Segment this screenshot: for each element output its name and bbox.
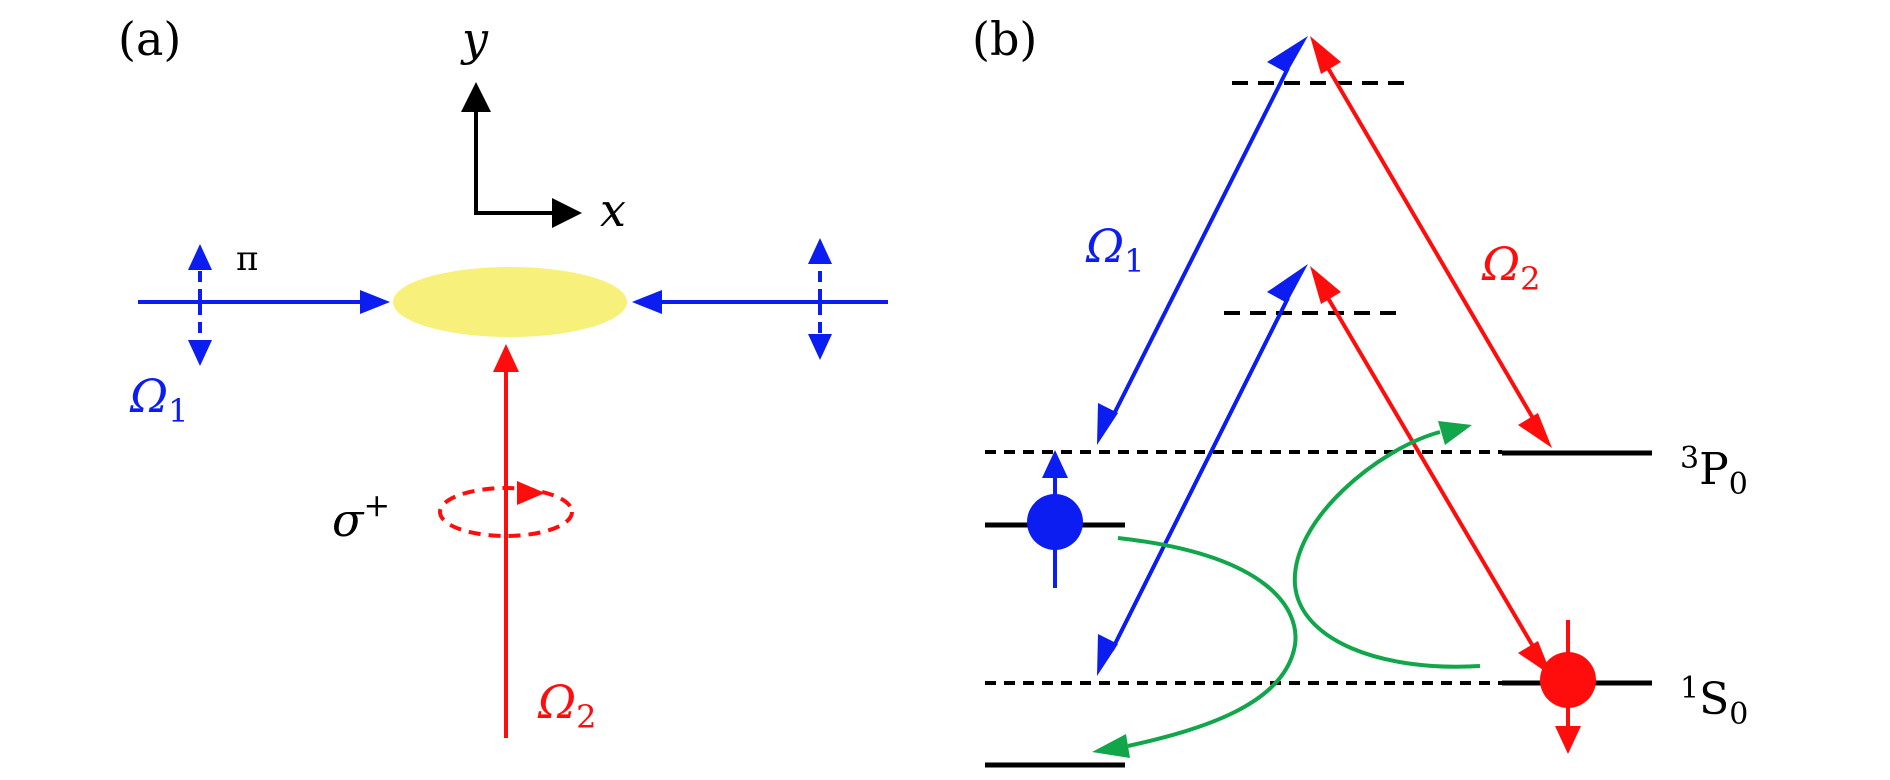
red-atom-dot — [1540, 652, 1596, 708]
red-atom-spin-down-arrowhead — [1555, 726, 1581, 754]
omega1-label-b: Ω1 — [1085, 219, 1145, 280]
omega2-label-a: Ω2 — [537, 675, 597, 736]
level-3p0-label: 3P0 — [1680, 441, 1748, 502]
blue-transition-upper-head-top — [1267, 36, 1308, 73]
omega1-transitions: Ω1 — [1085, 36, 1308, 676]
red-transition-lower-head-top — [1310, 266, 1341, 304]
green-arrow-to-lower-level — [1117, 536, 1298, 748]
sigma-plus-label: σ+ — [332, 486, 390, 547]
left-beam-arrowhead — [360, 290, 390, 314]
omega2-beam-arrowhead — [493, 344, 519, 372]
x-axis-label: x — [600, 183, 626, 237]
panel-a-label: (a) — [118, 12, 181, 66]
omega2-transitions: Ω2 — [1310, 36, 1552, 676]
red-transition-upper-head-top — [1310, 36, 1341, 74]
right-beam-arrowhead — [632, 290, 662, 314]
x-axis-arrowhead — [552, 198, 582, 228]
panel-b: (b) 3P0 1S0 Ω1 — [972, 12, 1748, 768]
omega2-label-b: Ω2 — [1481, 237, 1541, 298]
blue-transition-upper-head-bottom — [1097, 403, 1118, 445]
blue-transition-lower — [1110, 297, 1290, 651]
panel-a: (a) y x π Ω1 — [118, 12, 888, 738]
coordinate-axes: y x — [460, 12, 626, 237]
y-axis-arrowhead — [461, 82, 491, 112]
red-transition-upper — [1326, 66, 1536, 422]
atom-cloud — [393, 267, 627, 337]
y-axis-label: y — [460, 12, 489, 66]
omega1-label-a: Ω1 — [129, 369, 189, 430]
sigma-plus-rotation-arrowhead — [517, 481, 545, 505]
exchange-arrows — [1092, 421, 1481, 758]
left-polarization-up-arrowhead — [188, 244, 212, 270]
red-transition-lower — [1326, 296, 1536, 650]
left-omega1-beam: π Ω1 — [129, 239, 390, 430]
pi-polarization-label: π — [236, 239, 258, 279]
level-1s0-label: 1S0 — [1680, 671, 1748, 732]
blue-transition-lower-head-top — [1267, 264, 1308, 303]
blue-atom-spin-up-arrowhead — [1042, 450, 1068, 478]
red-atom — [1540, 620, 1596, 754]
right-omega1-beam — [632, 238, 888, 360]
green-arrow-to-3p0-head — [1438, 421, 1472, 445]
right-polarization-down-arrowhead — [808, 334, 832, 360]
energy-levels — [985, 81, 1652, 768]
omega2-beam-a: σ+ Ω2 — [332, 344, 597, 738]
green-arrow-to-3p0-level — [1292, 430, 1481, 669]
green-arrow-to-lower-head — [1092, 734, 1130, 758]
panel-b-label: (b) — [972, 12, 1037, 66]
right-polarization-up-arrowhead — [808, 238, 832, 264]
red-transition-upper-head-bottom — [1518, 413, 1552, 448]
blue-atom — [1027, 450, 1083, 588]
blue-transition-upper — [1110, 67, 1290, 419]
blue-atom-dot — [1027, 494, 1083, 550]
left-polarization-down-arrowhead — [188, 340, 212, 366]
blue-transition-lower-head-bottom — [1097, 634, 1118, 676]
sigma-plus-polarization-ellipse — [438, 486, 574, 538]
